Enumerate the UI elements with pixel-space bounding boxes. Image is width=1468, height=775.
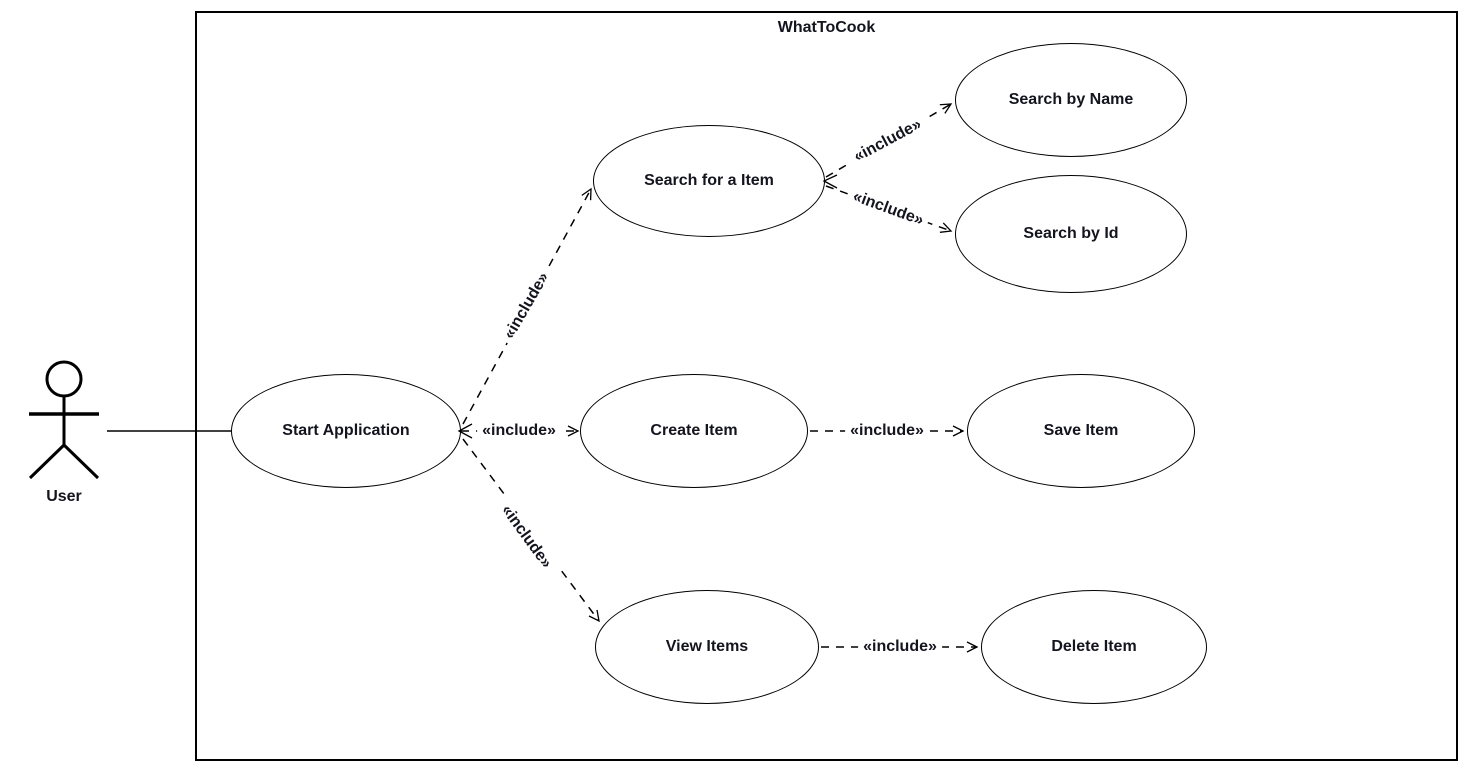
actor-leg-right bbox=[62, 443, 100, 480]
actor-head bbox=[45, 360, 83, 398]
usecase-label: Create Item bbox=[650, 422, 738, 439]
actor-user-label: User bbox=[46, 488, 82, 505]
usecase-save-item: Save Item bbox=[967, 374, 1195, 488]
usecase-search-by-id: Search by Id bbox=[955, 175, 1187, 293]
system-title: WhatToCook bbox=[777, 19, 876, 36]
actor-user-figure bbox=[28, 360, 100, 480]
include-label-create-save: «include» bbox=[845, 421, 929, 441]
include-label-start-create: «include» bbox=[477, 421, 561, 441]
actor-leg-left bbox=[28, 443, 66, 480]
usecase-search-by-name: Search by Name bbox=[955, 43, 1187, 157]
usecase-view-items: View Items bbox=[595, 590, 819, 704]
usecase-search-for-item: Search for a Item bbox=[593, 125, 825, 237]
usecase-label: Delete Item bbox=[1051, 638, 1137, 655]
usecase-label: Search by Id bbox=[1023, 225, 1119, 242]
usecase-delete-item: Delete Item bbox=[981, 590, 1207, 704]
usecase-start-application: Start Application bbox=[231, 374, 461, 488]
usecase-label: Search by Name bbox=[1008, 91, 1134, 108]
usecase-label: Start Application bbox=[282, 422, 410, 439]
include-label-view-delete: «include» bbox=[858, 637, 942, 657]
usecase-label: View Items bbox=[665, 638, 749, 655]
usecase-create-item: Create Item bbox=[580, 374, 808, 488]
usecase-label: Search for a Item bbox=[644, 172, 774, 189]
usecase-label: Save Item bbox=[1043, 422, 1119, 439]
